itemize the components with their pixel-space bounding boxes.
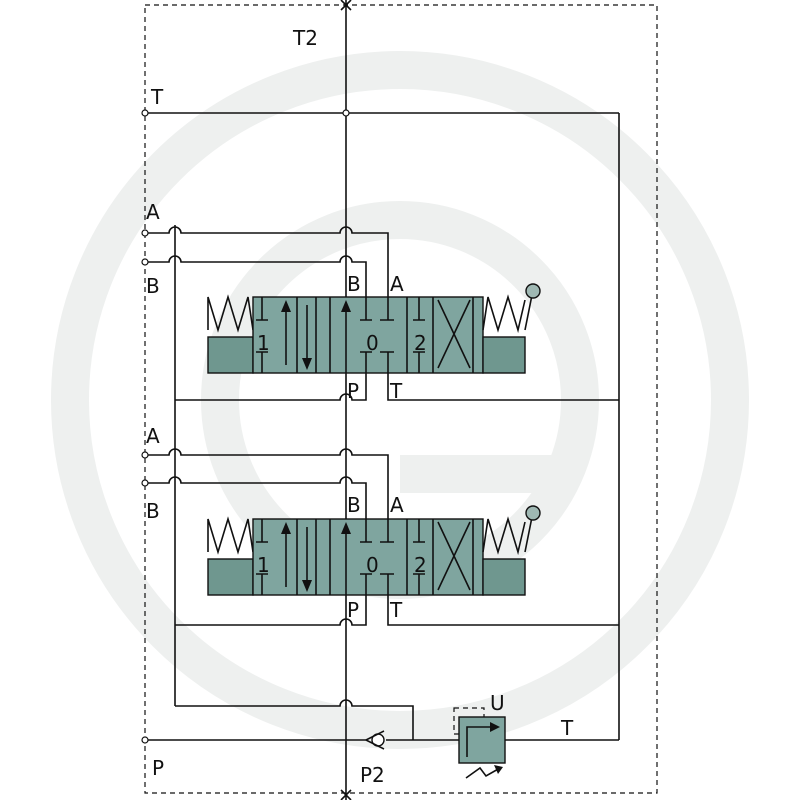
enclosure-border <box>144 4 658 794</box>
v1-left-a-label: A <box>146 200 160 224</box>
v1-port-p-label: P <box>347 379 359 403</box>
junction-dot <box>342 109 350 117</box>
v1-port-t-label: T <box>389 379 403 403</box>
v2-pos2-label: 2 <box>414 553 427 577</box>
p2-label: P2 <box>360 763 385 787</box>
pressure-circuit <box>141 699 619 779</box>
bottom-cross-mark <box>340 789 352 800</box>
v2-pos0-label: 0 <box>366 553 379 577</box>
v2-port-t-label: T <box>389 598 403 622</box>
v1-pos1-label: 1 <box>257 331 270 355</box>
relief-u-label: U <box>490 691 505 715</box>
v2-port-p-label: P <box>347 598 359 622</box>
t2-label: T2 <box>292 26 318 50</box>
v2-left-a-label: A <box>146 424 160 448</box>
v1-pos0-label: 0 <box>366 331 379 355</box>
pressure-p-label: P <box>152 756 164 780</box>
v2-port-a-label: A <box>390 493 404 517</box>
valve-1 <box>141 226 619 401</box>
v2-pos1-label: 1 <box>257 553 270 577</box>
valve-2 <box>141 448 619 626</box>
top-cross-mark <box>340 0 352 11</box>
v1-port-a-label: A <box>390 272 404 296</box>
v1-pos2-label: 2 <box>414 331 427 355</box>
v2-port-b-label: B <box>347 493 361 517</box>
relief-valve-icon <box>458 716 506 764</box>
v1-left-b-label: B <box>146 274 160 298</box>
v1-port-b-label: B <box>347 272 361 296</box>
relief-t-label: T <box>560 716 574 740</box>
tank-t-label: T <box>150 85 164 109</box>
port-t-dot <box>141 109 149 117</box>
v2-left-b-label: B <box>146 499 160 523</box>
